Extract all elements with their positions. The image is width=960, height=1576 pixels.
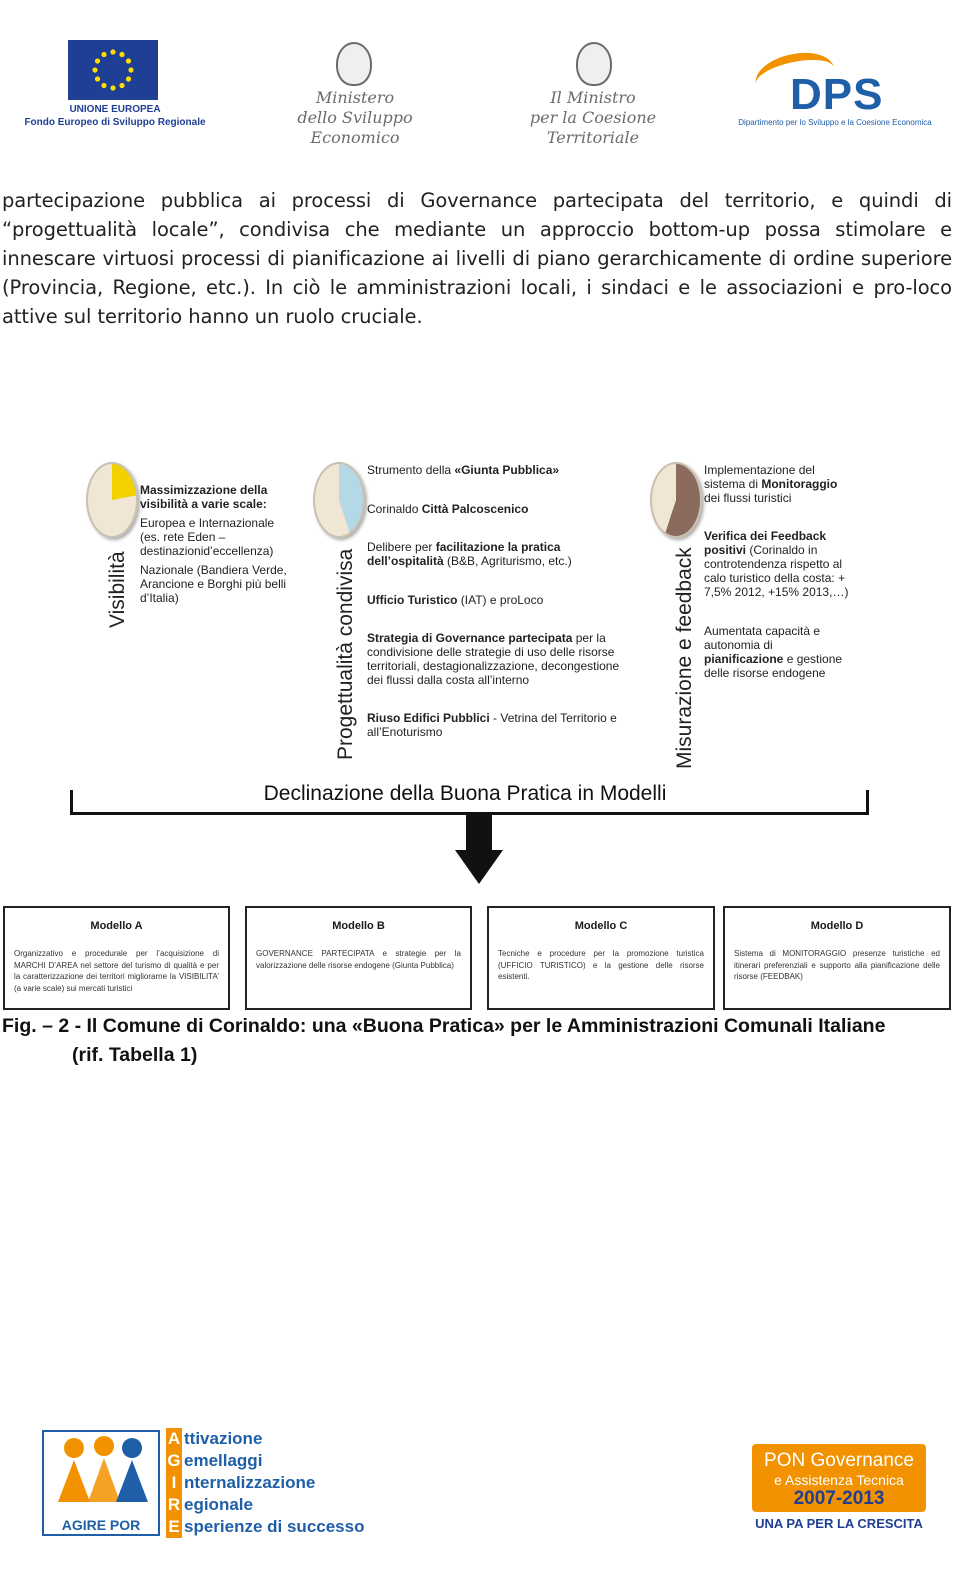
ufficio-bold: Ufficio Turistico <box>367 593 458 607</box>
agire-cap: G <box>166 1450 182 1472</box>
model-a-body: Organizzativo e procedurale per l’acquis… <box>14 949 219 993</box>
visibility-pie-icon <box>86 462 138 538</box>
visibility-title: Massimizzazione della visibilità a varie… <box>140 483 300 511</box>
model-b-box: Modello B GOVERNANCE PARTECIPATA e strat… <box>245 906 472 1010</box>
giunta-pubblica-item: Strumento della «Giunta Pubblica» <box>367 463 637 477</box>
pianificazione-bold: pianificazione <box>704 652 784 666</box>
dps-logo: DPS <box>790 70 884 119</box>
down-arrow-shaft <box>466 814 492 852</box>
ministero-line1: Ministero <box>315 88 395 107</box>
ufficio-post: (IAT) e proLoco <box>457 593 544 607</box>
delibere-pre: Delibere per <box>367 540 436 554</box>
model-d-title: Modello D <box>810 920 864 932</box>
agire-rest: emellaggi <box>184 1451 263 1470</box>
delibere-bold: facilitazione la pratica dell’ospitalità <box>367 540 561 568</box>
ufficio-turistico-item: Ufficio Turistico (IAT) e proLoco <box>367 593 637 607</box>
feedback-post: (Corinaldo in controtendenza rispetto al… <box>704 543 849 599</box>
declination-bracket <box>70 790 869 815</box>
model-c-body: Tecniche e procedure per la promozione t… <box>498 949 704 981</box>
pon-governance-logo: PON Governance e Assistenza Tecnica 2007… <box>752 1444 926 1512</box>
model-c-title: Modello C <box>574 920 628 932</box>
model-a-title: Modello A <box>90 920 143 932</box>
delibere-post: (B&B, Agriturismo, etc.) <box>443 554 572 568</box>
riuso-bold: Riuso Edifici Pubblici <box>367 711 490 725</box>
pon-line1: PON Governance <box>764 1450 914 1471</box>
agire-brand: AGIRE POR <box>61 1517 141 1533</box>
caption-line1: Fig. – 2 - Il Comune di Corinaldo: una «… <box>2 1015 886 1037</box>
palcoscenico-item: Corinaldo Città Palcoscenico <box>367 502 637 516</box>
pon-line2: e Assistenza Tecnica <box>774 1472 904 1488</box>
visibility-title-text: Massimizzazione della visibilità a varie… <box>140 483 268 511</box>
ministro-line1: Il Ministro <box>550 88 636 107</box>
misurazione-label: Misurazione e feedback <box>673 547 696 769</box>
palcoscenico-pre: Corinaldo <box>367 502 422 516</box>
agire-cap: E <box>166 1516 182 1538</box>
model-c-box: Modello C Tecniche e procedure per la pr… <box>487 906 715 1010</box>
pianificazione-post: e gestione delle risorse endogene <box>704 652 843 680</box>
governance-post: per la condivisione delle strategie di u… <box>367 631 620 687</box>
declination-title: Declinazione della Buona Pratica in Mode… <box>263 782 667 805</box>
visibility-item-national: Nazionale (Bandiera Verde, Arancione e B… <box>140 563 287 605</box>
agire-cap: I <box>166 1472 182 1494</box>
ministero-logo-text: Ministero dello Sviluppo Economico <box>255 88 455 148</box>
agire-rest: nternalizzazione <box>184 1473 316 1492</box>
agire-rest: egionale <box>184 1495 253 1514</box>
model-a-box: Modello A Organizzativo e procedurale pe… <box>3 906 230 1010</box>
governance-bold: Strategia di Governance partecipata <box>367 631 573 645</box>
agire-rest: ttivazione <box>184 1429 263 1448</box>
agire-cap: A <box>166 1428 182 1450</box>
feedback-item: Verifica dei Feedback positivi (Corinald… <box>704 529 854 599</box>
italian-emblem-icon <box>336 42 372 86</box>
figure-caption: Fig. – 2 - Il Comune di Corinaldo: una «… <box>2 1012 952 1070</box>
governance-item: Strategia di Governance partecipata per … <box>367 631 632 687</box>
agire-cap: R <box>166 1494 182 1516</box>
misurazione-pie-icon <box>650 462 702 538</box>
riuso-edifici-item: Riuso Edifici Pubblici - Vetrina del Ter… <box>367 711 637 739</box>
agire-por-logo: AGIRE POR <box>42 1430 160 1536</box>
model-d-box: Modello D Sistema di MONITORAGGIO presen… <box>723 906 951 1010</box>
eu-caption-line2: Fondo Europeo di Sviluppo Regionale <box>24 117 206 128</box>
ministro-line2: per la Coesione Territoriale <box>529 108 657 147</box>
progettualita-pie-icon <box>313 462 365 538</box>
agire-rest: sperienze di successo <box>184 1517 365 1536</box>
visibility-label: Visibilità <box>106 551 129 628</box>
model-b-title: Modello B <box>332 920 385 932</box>
body-paragraph: partecipazione pubblica ai processi di G… <box>2 189 952 328</box>
agire-figures-icon <box>58 1436 148 1502</box>
dps-subtitle: Dipartimento per lo Sviluppo e la Coesio… <box>738 118 932 127</box>
monitoraggio-pre: Implementazione del sistema di <box>704 463 815 491</box>
progettualita-label: Progettualità condivisa <box>334 548 357 760</box>
giunta-bold: «Giunta Pubblica» <box>454 463 560 477</box>
model-b-body: GOVERNANCE PARTECIPATA e strategie per l… <box>256 949 461 970</box>
ministro-coesione-logo-text: Il Ministro per la Coesione Territoriale <box>488 88 698 148</box>
eu-caption-line1: UNIONE EUROPEA <box>69 104 161 115</box>
eu-flag-logo <box>68 40 158 100</box>
pon-subtitle: UNA PA PER LA CRESCITA <box>755 1516 923 1531</box>
feedback-bold: Verifica dei Feedback positivi <box>704 529 827 557</box>
pianificazione-item: Aumentata capacità e autonomia di pianif… <box>704 624 854 680</box>
delibere-item: Delibere per facilitazione la pratica de… <box>367 540 617 568</box>
visibility-item-europe: Europea e Internazionale (es. rete Eden … <box>140 516 275 558</box>
caption-line2: (rif. Tabella 1) <box>72 1044 198 1066</box>
eu-caption: UNIONE EUROPEA Fondo Europeo di Sviluppo… <box>20 103 210 129</box>
pianificazione-pre: Aumentata capacità e autonomia di <box>704 624 821 652</box>
model-d-body: Sistema di MONITORAGGIO presenze turisti… <box>734 949 940 981</box>
palcoscenico-bold: Città Palcoscenico <box>421 502 529 516</box>
monitoraggio-bold: Monitoraggio <box>761 477 838 491</box>
monitoraggio-item: Implementazione del sistema di Monitorag… <box>704 463 854 505</box>
italian-emblem-icon <box>576 42 612 86</box>
monitoraggio-post: dei flussi turistici <box>704 491 792 505</box>
giunta-pre: Strumento della <box>367 463 455 477</box>
ministero-line2: dello Sviluppo Economico <box>297 108 413 147</box>
riuso-post: - Vetrina del Territorio e all’Enoturism… <box>367 711 617 739</box>
down-arrow-icon <box>455 850 503 884</box>
pon-line3: 2007-2013 <box>793 1488 885 1509</box>
